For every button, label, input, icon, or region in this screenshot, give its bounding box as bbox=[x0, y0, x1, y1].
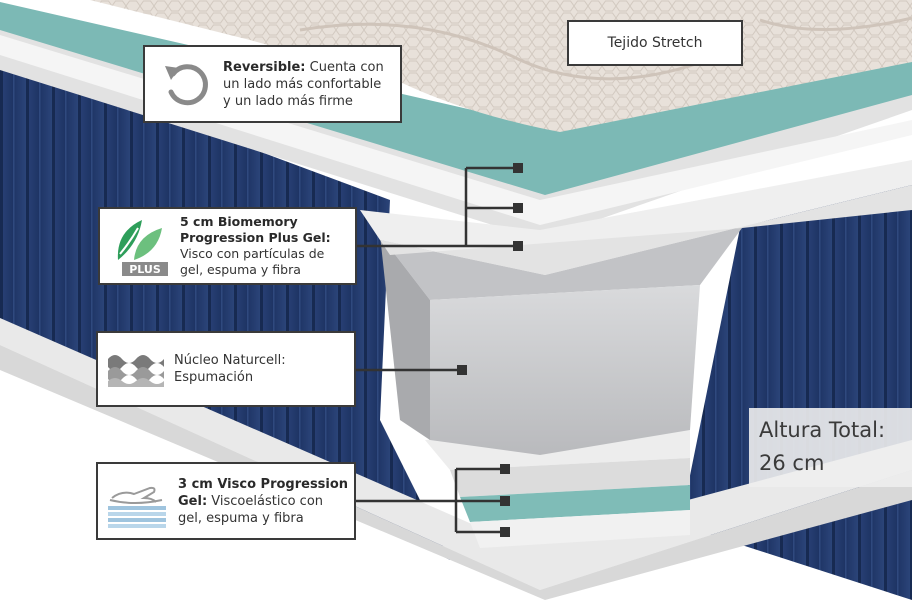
visco-line2: Viscoelástico con bbox=[207, 493, 324, 509]
altura-total-label: Altura Total: bbox=[759, 418, 886, 442]
callout-biomemory: PLUS 5 cm Biomemory Progression Plus Gel… bbox=[98, 207, 357, 285]
biomemory-line1: Visco con partículas de bbox=[180, 246, 325, 261]
reversible-title: Reversible: bbox=[223, 59, 306, 75]
visco-title1: 3 cm Visco Progression bbox=[178, 476, 349, 492]
altura-total-value: 26 cm bbox=[759, 451, 825, 475]
wave-foam-icon bbox=[108, 355, 164, 387]
visco-title2: Gel: bbox=[178, 493, 208, 509]
nucleo-text: Núcleo Naturcell: Espumación bbox=[174, 352, 286, 386]
altura-total-box: Altura Total: 26 cm bbox=[749, 408, 912, 487]
nucleo-title: Núcleo Naturcell: bbox=[174, 353, 286, 368]
visco-text: 3 cm Visco Progression Gel: Viscoelástic… bbox=[178, 476, 348, 527]
reversible-line3: y un lado más firme bbox=[223, 93, 353, 109]
biomemory-title1: 5 cm Biomemory bbox=[180, 214, 298, 229]
visco-line3: gel, espuma y fibra bbox=[178, 510, 304, 526]
callout-reversible: Reversible: Cuenta con un lado más confo… bbox=[143, 45, 402, 123]
biomemory-line2: gel, espuma y fibra bbox=[180, 262, 301, 277]
callout-visco: 3 cm Visco Progression Gel: Viscoelástic… bbox=[96, 462, 356, 540]
callout-nucleo: Núcleo Naturcell: Espumación bbox=[96, 331, 356, 407]
biomemory-title2: Progression Plus Gel: bbox=[180, 230, 331, 245]
reversible-line2: un lado más confortable bbox=[223, 76, 382, 92]
nucleo-line1: Espumación bbox=[174, 370, 254, 385]
leaf-plus-icon: PLUS bbox=[117, 220, 168, 276]
hand-layers-icon bbox=[108, 486, 166, 528]
tejido-stretch-label: Tejido Stretch bbox=[567, 20, 743, 66]
left-fabric-panel bbox=[0, 55, 450, 560]
plus-badge-text: PLUS bbox=[129, 263, 161, 276]
reversible-line1: Cuenta con bbox=[305, 59, 384, 75]
reversible-text: Reversible: Cuenta con un lado más confo… bbox=[223, 59, 384, 110]
leader-lines bbox=[356, 163, 523, 537]
tejido-stretch-text: Tejido Stretch bbox=[607, 35, 703, 51]
biomemory-text: 5 cm Biomemory Progression Plus Gel: Vis… bbox=[180, 214, 331, 278]
rotate-arrow-icon bbox=[165, 64, 208, 106]
